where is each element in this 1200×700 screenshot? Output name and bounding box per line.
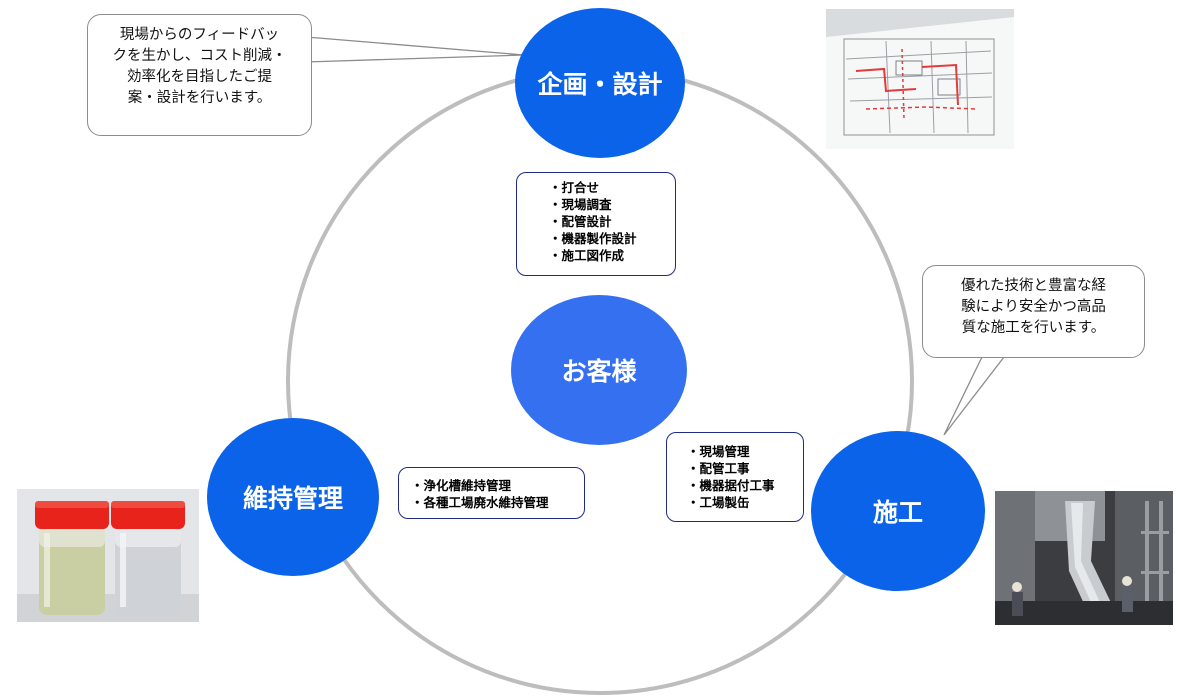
callout-line: 質な施工を行います。 — [961, 320, 1106, 336]
task-item: ・現場管理 — [687, 444, 750, 459]
callout-line: 優れた技術と豊富な経 — [961, 278, 1106, 294]
task-item: ・機器据付工事 — [687, 478, 775, 493]
callout-line: クを生かし、コスト削減・ — [112, 48, 287, 64]
construction-site-photo — [995, 491, 1173, 625]
callout-line: 験により安全かつ高品 — [961, 299, 1106, 315]
node-construction: 施工 — [811, 431, 985, 591]
construction-site-illustration — [995, 491, 1173, 625]
callout-line: 効率化を目指したご提 — [127, 69, 272, 85]
task-item: ・施工図作成 — [549, 248, 625, 263]
callout-tail-plan — [305, 36, 525, 63]
blueprint-illustration — [826, 9, 1014, 149]
task-item: ・打合せ — [549, 180, 600, 195]
node-maintenance-label: 維持管理 — [242, 484, 343, 513]
task-list-plan-design: ・打合せ ・現場調査 ・配管設計 ・機器製作設計 ・施工図作成 — [516, 172, 676, 276]
bottles-illustration — [17, 489, 199, 622]
node-construction-label: 施工 — [872, 498, 923, 527]
node-customer-label: お客様 — [561, 357, 637, 386]
task-item: ・浄化槽維持管理 — [411, 478, 512, 493]
task-list-construction: ・現場管理 ・配管工事 ・機器据付工事 ・工場製缶 — [666, 432, 804, 522]
node-plan-design-label: 企画・設計 — [537, 70, 663, 99]
callout-tail-construction — [943, 356, 1006, 436]
task-item: ・各種工場廃水維持管理 — [411, 495, 549, 510]
callout-line: 現場からのフィードバッ — [119, 27, 280, 43]
task-list-maintenance: ・浄化槽維持管理 ・各種工場廃水維持管理 — [398, 467, 585, 519]
water-sample-bottles-photo — [17, 489, 199, 622]
blueprint-photo — [826, 9, 1014, 149]
task-item: ・配管工事 — [687, 461, 750, 476]
task-item: ・現場調査 — [549, 197, 612, 212]
callout-plan-design: 現場からのフィードバッ クを生かし、コスト削減・ 効率化を目指したご提 案・設計… — [87, 14, 312, 136]
node-customer: お客様 — [511, 295, 687, 445]
task-item: ・配管設計 — [549, 214, 612, 229]
task-item: ・機器製作設計 — [549, 231, 637, 246]
callout-line: 案・設計を行います。 — [127, 90, 272, 106]
node-maintenance: 維持管理 — [207, 418, 379, 576]
callout-construction: 優れた技術と豊富な経 験により安全かつ高品 質な施工を行います。 — [922, 265, 1145, 358]
task-item: ・工場製缶 — [687, 495, 750, 510]
node-plan-design: 企画・設計 — [515, 8, 685, 158]
